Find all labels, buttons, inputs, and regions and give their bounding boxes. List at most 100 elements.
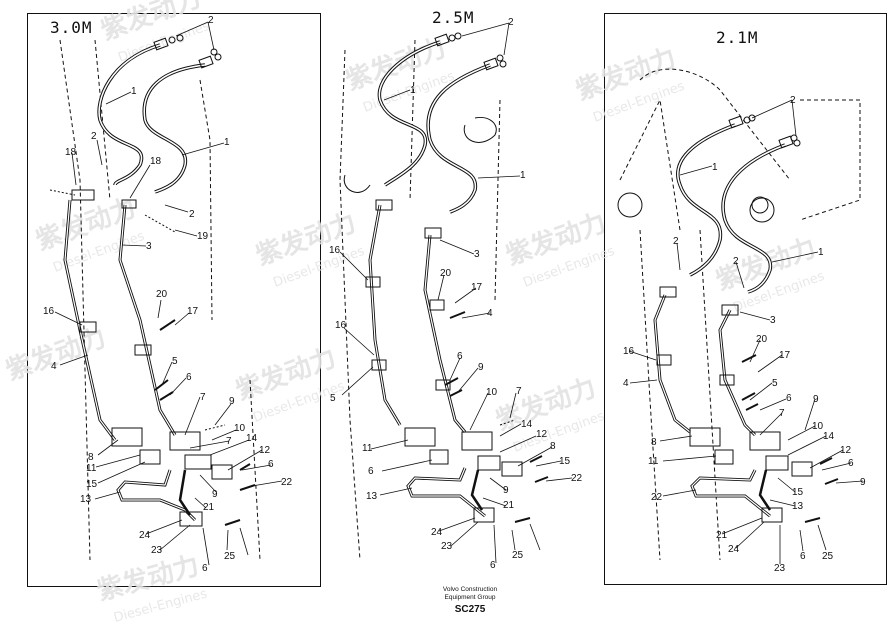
callout-label: 15 [559, 456, 571, 467]
valve-block-8 [404, 427, 436, 447]
boom-outline [339, 49, 361, 561]
callout-label: 7 [226, 436, 232, 447]
clamp-16 [656, 354, 672, 366]
callout-label: 16 [43, 306, 55, 317]
callout-label: 6 [457, 351, 463, 362]
callout-label: 6 [490, 560, 496, 571]
callout-label: 13 [80, 494, 92, 505]
callouts-panel-2-1m [628, 99, 864, 564]
callout-label: 8 [88, 452, 94, 463]
callout-label: 22 [571, 473, 583, 484]
callout-label: 9 [503, 485, 509, 496]
callout-label: 6 [368, 466, 374, 477]
callout-label: 13 [792, 501, 804, 512]
clamp-18 [71, 189, 95, 201]
callout-label: 8 [651, 437, 657, 448]
tube-4 [653, 294, 691, 434]
tube-3 [718, 309, 757, 437]
callout-label: 20 [756, 334, 768, 345]
callout-label: 14 [246, 433, 258, 444]
callout-label: 19 [197, 231, 209, 242]
clamp-16 [365, 276, 381, 288]
callout-label: 2 [91, 131, 97, 142]
callout-label: 25 [512, 550, 524, 561]
callout-label: 23 [151, 545, 163, 556]
callout-label: 10 [812, 421, 824, 432]
callout-label: 7 [516, 386, 522, 397]
callout-label: 25 [822, 551, 834, 562]
callout-label: 9 [813, 394, 819, 405]
hose-1 [676, 123, 736, 277]
callouts-panel-3m-labels: 2 1 2 18 18 1 2 19 3 20 17 16 4 5 6 7 9 … [43, 15, 293, 574]
callout-label: 12 [259, 445, 271, 456]
callout-label: 23 [441, 541, 453, 552]
callout-label: 9 [860, 477, 866, 488]
callouts-panel-2-5m [339, 22, 573, 564]
callout-label: 20 [440, 268, 452, 279]
callout-label: 10 [486, 387, 498, 398]
callouts-panel-2-1m-labels: 2 1 2 2 1 3 20 17 16 4 5 6 7 9 10 14 12 … [623, 95, 866, 574]
callout-label: 6 [268, 459, 274, 470]
callout-label: 24 [139, 530, 151, 541]
company-name-line2: Equipment Group [444, 594, 496, 601]
diagram-code: SC275 [454, 604, 486, 615]
panel-2-1m-drawing [617, 68, 861, 561]
panel-3m-drawing [49, 34, 261, 561]
callout-label: 1 [131, 86, 137, 97]
callout-label: 2 [208, 15, 214, 26]
callout-label: 2 [790, 95, 796, 106]
callout-label: 7 [200, 392, 206, 403]
callout-label: 16 [329, 245, 341, 256]
callout-label: 3 [474, 249, 480, 260]
callout-label: 22 [281, 477, 293, 488]
block-21 [473, 507, 495, 523]
callout-label: 21 [716, 530, 728, 541]
block-21 [179, 511, 203, 527]
callout-label: 9 [212, 489, 218, 500]
callout-label: 6 [186, 372, 192, 383]
callout-label: 4 [51, 361, 57, 372]
callout-label: 11 [362, 443, 373, 454]
callout-label: 1 [520, 170, 526, 181]
callout-label: 6 [800, 551, 806, 562]
panel-frame-3m [27, 13, 321, 587]
callout-label: 10 [234, 423, 246, 434]
callout-label: 6 [202, 563, 208, 574]
callout-label: 11 [648, 456, 659, 467]
callout-label: 17 [779, 350, 791, 361]
callout-label: 18 [65, 147, 77, 158]
hose-1 [142, 63, 206, 194]
callout-label: 9 [229, 396, 235, 407]
callout-label: 15 [792, 487, 804, 498]
callout-label: 1 [818, 247, 824, 258]
callout-label: 4 [623, 378, 629, 389]
callout-label: 6 [786, 393, 792, 404]
callout-label: 23 [774, 563, 786, 574]
panel-frame-2-1m [604, 13, 887, 585]
boom-outline [59, 39, 91, 561]
block-21 [761, 507, 783, 523]
callout-label: 2 [673, 236, 679, 247]
callout-label: 12 [536, 429, 548, 440]
callouts-panel-3m [54, 21, 283, 566]
boom-outline [639, 68, 791, 181]
callout-label: 18 [150, 156, 162, 167]
tube-3 [423, 234, 467, 433]
callout-label: 9 [478, 362, 484, 373]
callout-label: 5 [172, 356, 178, 367]
clamp-16 [79, 321, 97, 333]
callout-label: 6 [848, 458, 854, 469]
callout-label: 21 [203, 502, 215, 513]
callout-label: 1 [712, 162, 718, 173]
callout-label: 12 [840, 445, 852, 456]
callout-label: 22 [651, 492, 663, 503]
callout-label: 1 [224, 137, 230, 148]
callout-label: 15 [86, 479, 98, 490]
company-name-line1: Volvo Construction [442, 586, 498, 593]
callout-label: 2 [189, 209, 195, 220]
valve-block-8 [689, 427, 721, 447]
callout-label: 21 [503, 500, 515, 511]
callout-label: 17 [471, 282, 483, 293]
callout-label: 7 [779, 408, 785, 419]
callout-label: 16 [623, 346, 635, 357]
